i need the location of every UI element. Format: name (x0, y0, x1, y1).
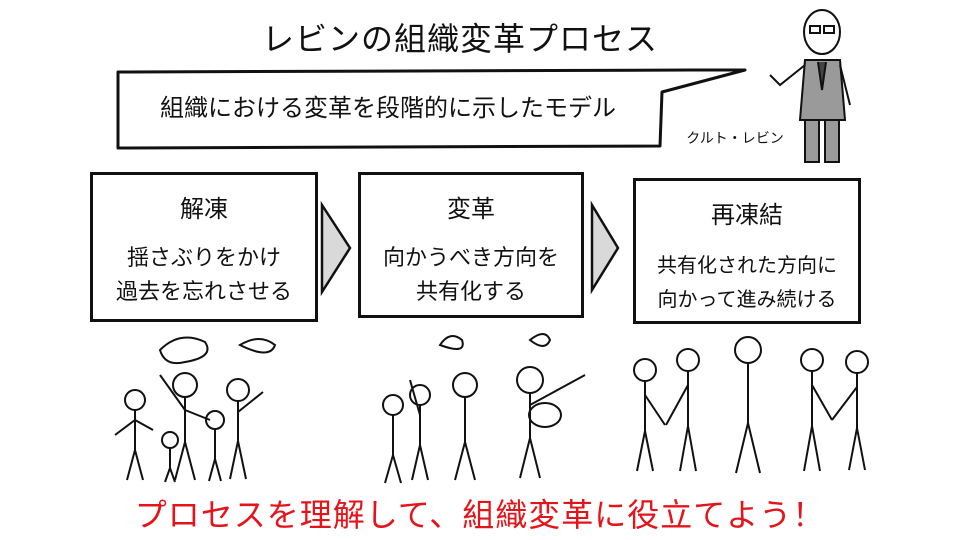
stage-change-box: 変革 向かうべき方向を 共有化する (358, 172, 584, 318)
kurt-lewin-figure (769, 9, 851, 163)
stage-text-line: 向かうべき方向を (382, 246, 559, 271)
stage-heading: 解凍 (180, 195, 228, 223)
refreeze-crowd (633, 336, 869, 474)
stage-unfreeze-box: 解凍 揺さぶりをかけ 過去を忘れさせる (90, 172, 318, 322)
stage-text-line: 過去を忘れさせる (115, 280, 292, 305)
arrow-1 (320, 200, 352, 297)
stage-text-line: 揺さぶりをかけ (126, 246, 281, 271)
stage-text-line: 向かって進み続ける (657, 287, 837, 311)
stage-refreeze-box: 再凍結 共有化された方向に 向かって進み続ける (633, 178, 861, 324)
speech-bubble (116, 68, 747, 150)
stage-text-line: 共有化された方向に (657, 253, 837, 277)
arrow-2 (590, 200, 620, 295)
speech-bubble-text: 組織における変革を段階的に示したモデル (160, 94, 616, 122)
page-title: レビンの組織変革プロセス (261, 20, 658, 58)
footer-message: プロセスを理解して、組織変革に役立てよう！ (134, 496, 826, 534)
change-crowd (382, 333, 586, 484)
stage-text-line: 共有化する (415, 280, 526, 305)
person-name: クルト・レビン (686, 131, 784, 147)
stage-heading: 再凍結 (711, 201, 783, 229)
stage-heading: 変革 (447, 195, 495, 223)
unfreeze-crowd (114, 336, 277, 483)
